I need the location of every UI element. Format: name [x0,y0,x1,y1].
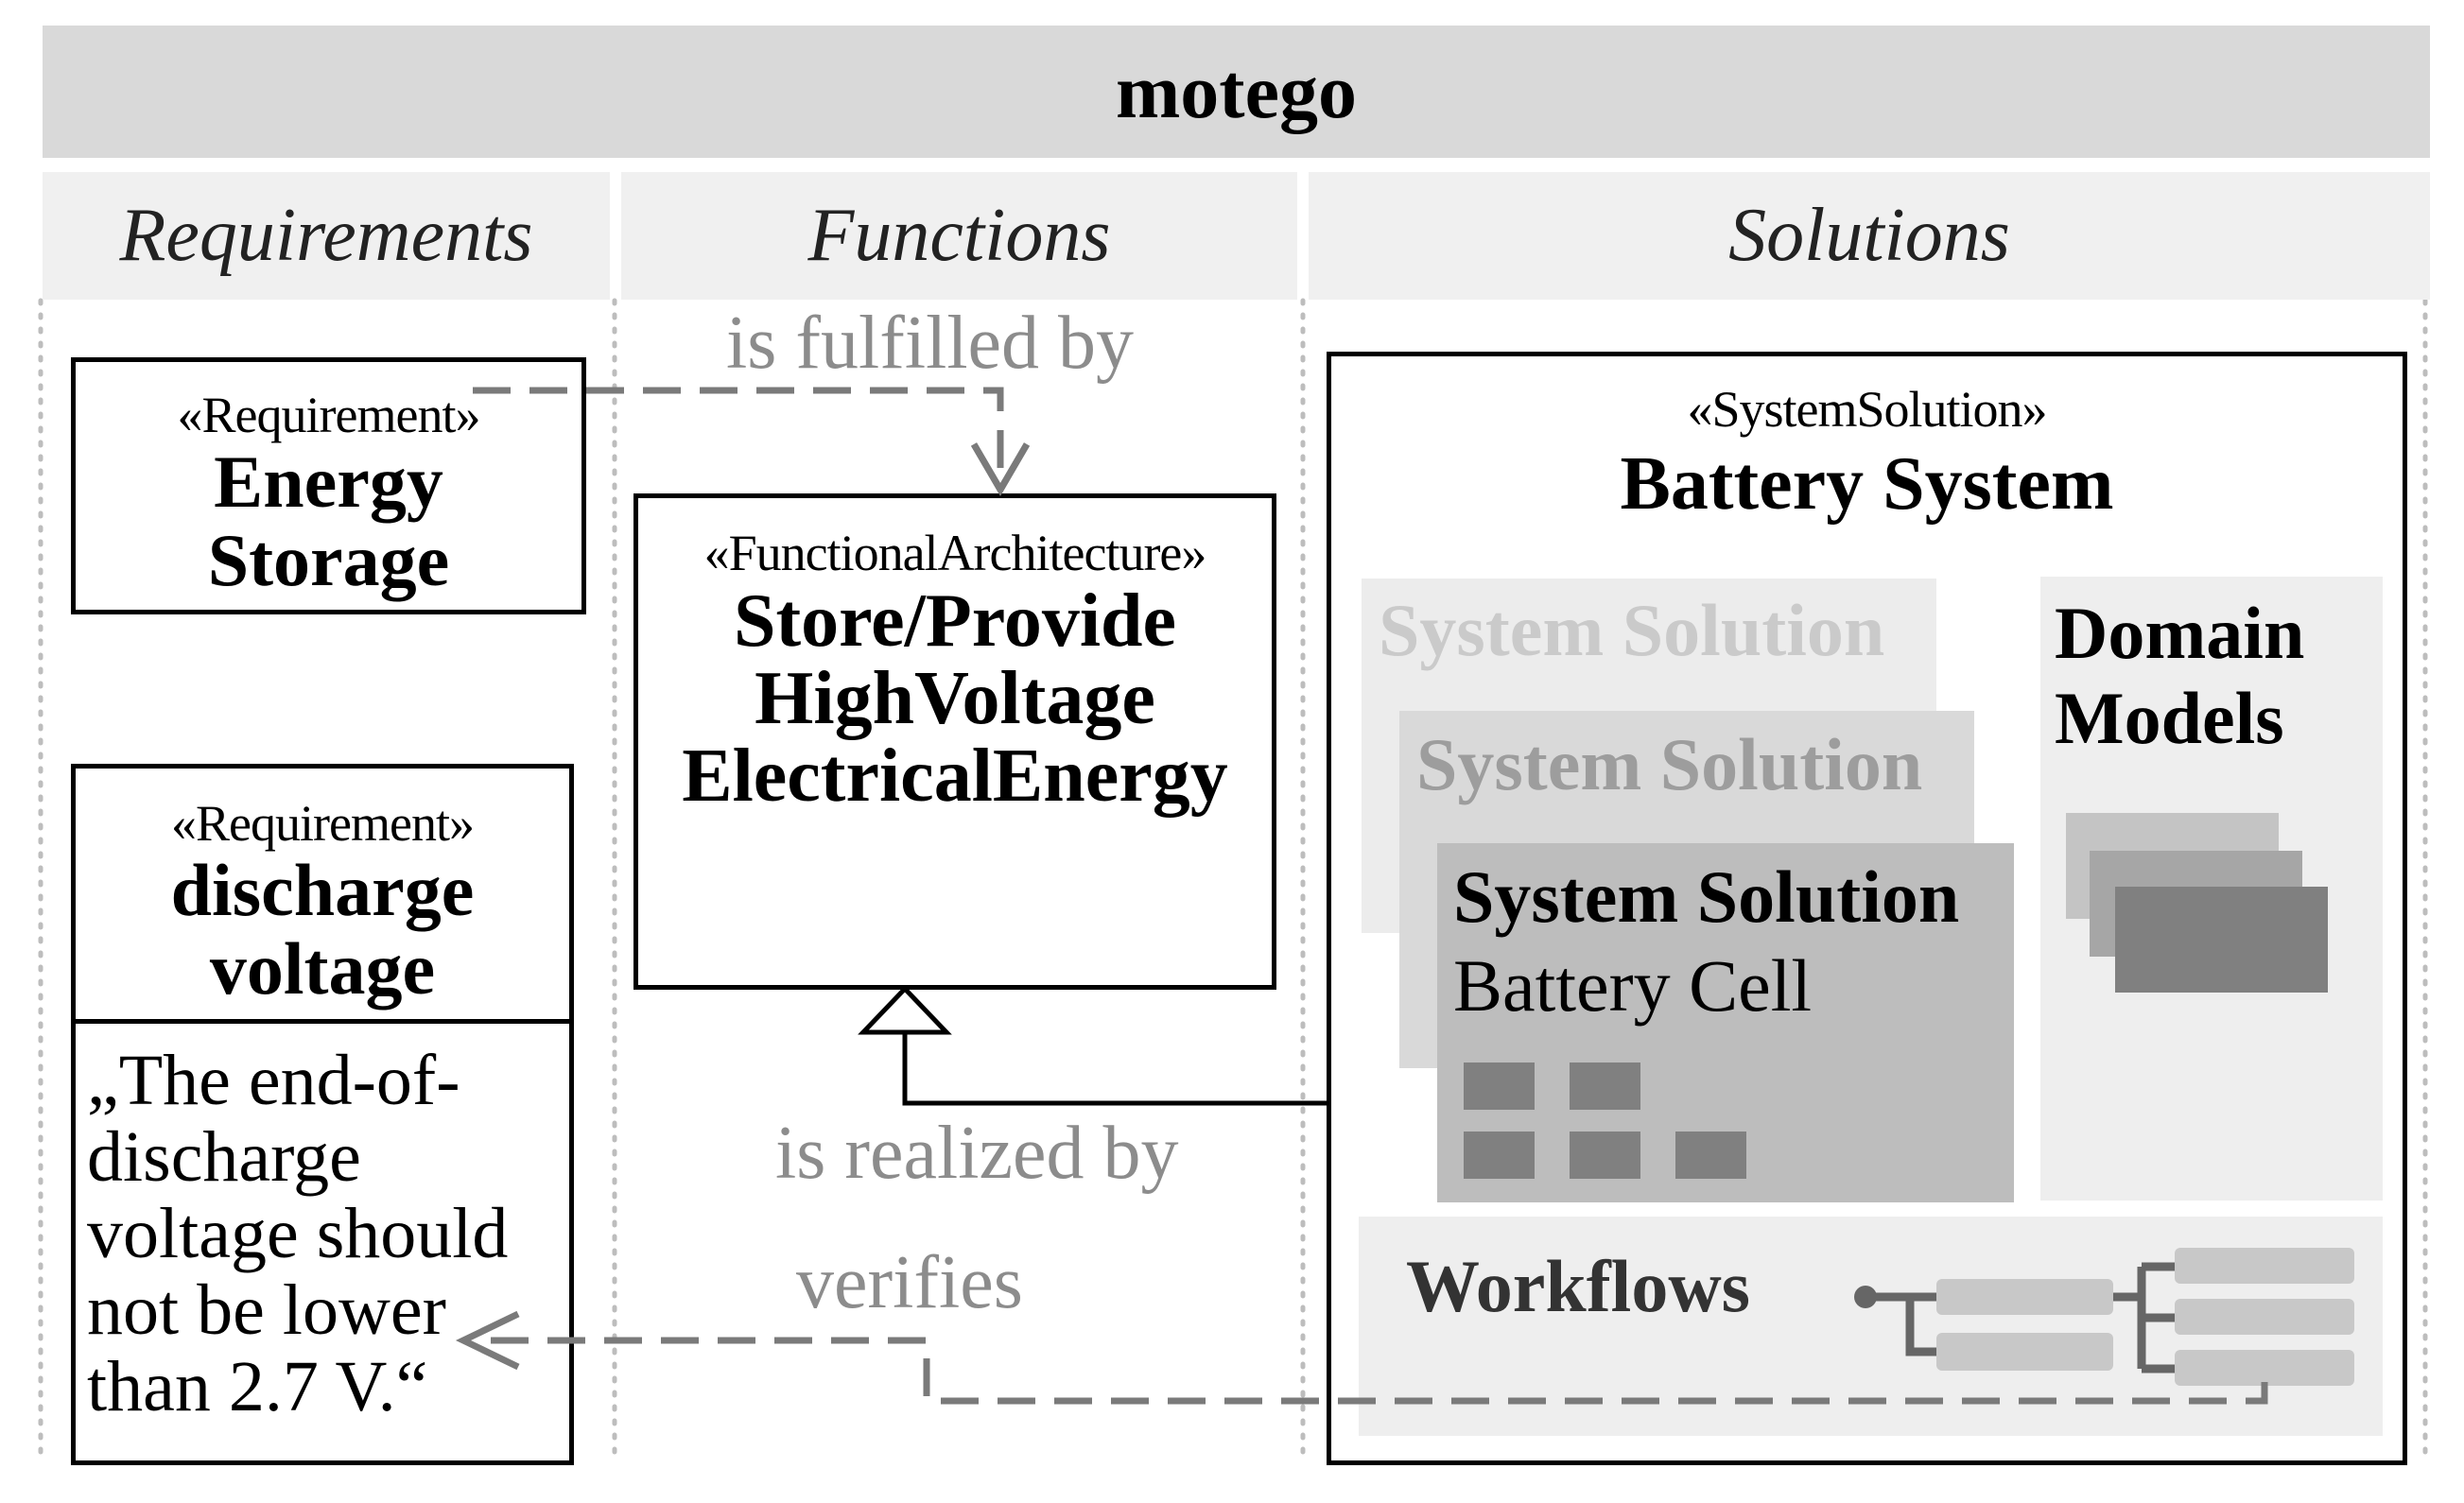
requirement-discharge-name-2: voltage [209,927,436,1011]
cell-square [1570,1062,1640,1110]
requirement-energy-name-1: Energy [214,440,443,523]
diagram-title: motego [1115,48,1357,134]
lane-label-solutions: Solutions [1728,194,2010,277]
cell-square [1675,1132,1746,1179]
requirement-energy-name-2: Storage [207,519,450,602]
stack-front-subtitle: Battery Cell [1453,944,1813,1027]
requirement-discharge-header: «Requirement» discharge voltage [76,769,569,1024]
requirement-discharge-name-1: discharge [170,848,475,931]
relation-label-fulfilled: is fulfilled by [726,302,1135,385]
lane-header-functions: Functions [621,172,1297,300]
requirement-text-line: than 2.7 V.“ [87,1347,428,1426]
relation-label-realized: is realized by [775,1112,1179,1195]
domain-model-rect-front [2115,887,2328,993]
requirement-energy-storage[interactable]: «Requirement» Energy Storage [71,357,586,614]
functional-architecture-name-3: ElectricalEnergy [682,734,1228,818]
lane-header-solutions: Solutions [1309,172,2430,300]
stack-front-title: System Solution [1453,855,1960,938]
system-solution-name: Battery System [1620,441,2114,526]
requirement-discharge-text: „The end-of- discharge voltage should no… [76,1024,569,1425]
cell-square [1464,1132,1535,1179]
stack-back-label: System Solution [1379,589,1885,671]
functional-architecture-stereotype: «FunctionalArchitecture» [703,525,1207,581]
requirement-text-line: voltage should [87,1194,509,1273]
lane-label-requirements: Requirements [119,194,533,277]
cell-square [1464,1062,1535,1110]
functional-architecture-box[interactable]: «FunctionalArchitecture» Store/Provide H… [633,493,1276,990]
functional-architecture-name-2: HighVoltage [755,656,1155,740]
diagram-title-bar: motego [43,26,2430,158]
requirement-discharge-voltage[interactable]: «Requirement» discharge voltage „The end… [71,764,574,1465]
functional-architecture-name-1: Store/Provide [733,579,1177,663]
realized-line [902,1032,1330,1106]
relation-label-verifies: verifies [796,1241,1023,1324]
requirement-discharge-stereotype: «Requirement» [171,795,475,852]
requirement-text-line: not be lower [87,1270,446,1350]
system-solution-battery-cell[interactable]: System Solution Battery Cell [1437,843,2014,1202]
realized-connector [858,985,1330,1106]
verifies-connector [455,1310,2268,1405]
requirement-energy-stereotype: «Requirement» [177,387,481,443]
requirement-text-line: „The end-of- [87,1041,460,1120]
system-solution-stereotype: «SystemSolution» [1687,381,2047,438]
domain-models-label-1: Domain [2055,592,2305,674]
cell-square [1570,1132,1640,1179]
lane-separators [38,298,2428,1463]
domain-models-label-2: Models [2055,677,2284,759]
workflows-label: Workflows [1406,1245,1751,1327]
stack-middle-label: System Solution [1416,723,1923,805]
lane-label-functions: Functions [807,194,1111,277]
lane-header-requirements: Requirements [43,172,610,300]
requirement-text-line: discharge [87,1117,361,1197]
realized-triangle-head [858,985,952,1035]
